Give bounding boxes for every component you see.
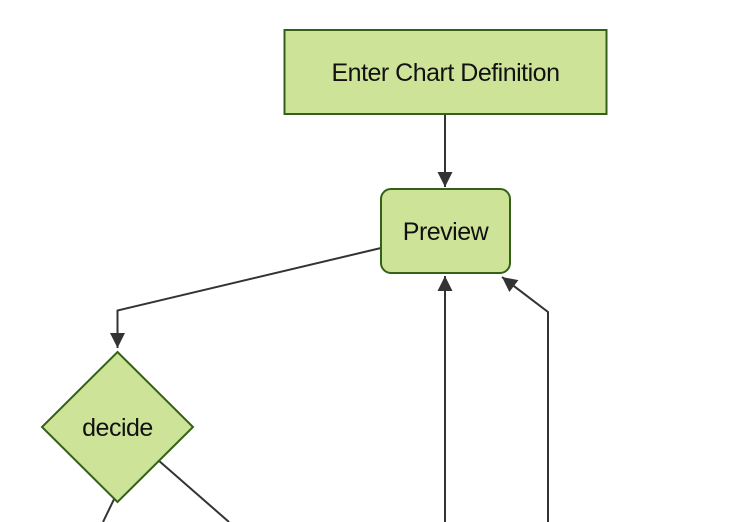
node-preview-label: Preview bbox=[403, 218, 490, 246]
node-decide-shape bbox=[40, 350, 195, 504]
edges-layer bbox=[102, 114, 549, 522]
node-decide-label: decide bbox=[82, 414, 153, 442]
node-preview: Preview bbox=[380, 188, 511, 274]
edge-preview-to-decide bbox=[110, 247, 382, 348]
edge-offscreen-bottom-right-to-preview bbox=[501, 276, 549, 522]
node-enter-chart-definition-label: Enter Chart Definition bbox=[331, 59, 559, 87]
edge-decide-to-offscreen-bottom-right bbox=[149, 452, 230, 522]
node-decide: decide bbox=[40, 350, 195, 504]
node-enter-chart-definition: Enter Chart Definition bbox=[283, 29, 608, 115]
node-preview-shape bbox=[380, 188, 511, 274]
node-enter-chart-definition-shape bbox=[283, 29, 608, 115]
